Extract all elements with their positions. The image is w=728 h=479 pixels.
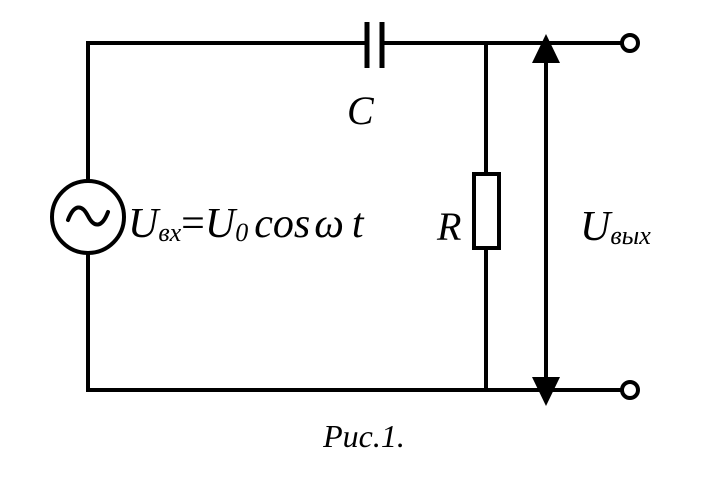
output-voltage-arrow	[532, 34, 560, 406]
figure-caption: Рис.1.	[322, 418, 405, 454]
arrow-up-head	[532, 34, 560, 63]
amplitude-u: U	[205, 201, 238, 247]
time-variable: t	[352, 201, 365, 247]
output-terminal-top	[620, 33, 640, 53]
input-u: U	[128, 201, 161, 247]
omega-symbol: ω	[314, 201, 344, 247]
sine-wave-icon	[66, 205, 110, 227]
input-subscript: вх	[158, 218, 181, 247]
output-u: U	[580, 204, 613, 250]
equals-sign: =	[181, 201, 205, 247]
resistor-label: R	[436, 204, 461, 249]
output-terminal-bottom	[620, 380, 640, 400]
output-subscript: вых	[610, 221, 651, 250]
cos-function: cos	[254, 201, 310, 247]
circuit-wires	[86, 41, 622, 392]
ac-source	[50, 179, 126, 255]
arrow-down-head	[532, 377, 560, 406]
amplitude-subscript: 0	[235, 218, 248, 247]
output-voltage-label: Uвых	[580, 204, 651, 250]
capacitor-label: C	[347, 88, 375, 133]
resistor	[472, 172, 501, 250]
capacitor	[364, 22, 385, 68]
